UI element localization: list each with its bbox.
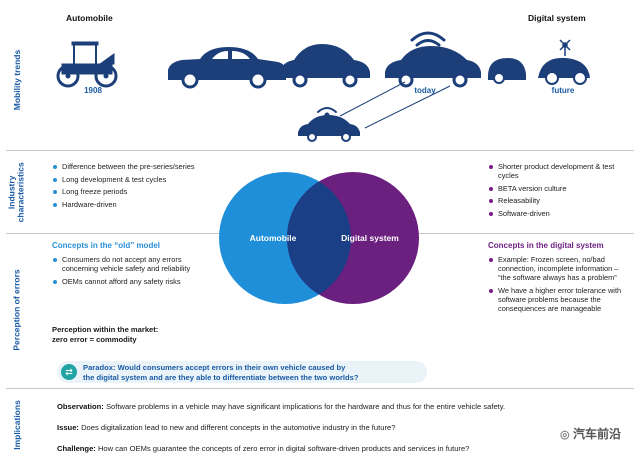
list-item: Consumers do not accept any errors conce… xyxy=(52,255,197,273)
connection-line xyxy=(364,85,451,129)
list-item: Software-driven xyxy=(488,209,628,218)
list-item: Long development & test cycles xyxy=(52,175,202,184)
list-item: Long freeze periods xyxy=(52,187,202,196)
vintage-car-icon xyxy=(56,41,118,88)
list-item: Releasability xyxy=(488,196,628,205)
automobile-heading: Automobile xyxy=(66,13,113,23)
year-1908: 1908 xyxy=(84,86,102,95)
row-label-implications: Implications xyxy=(12,400,22,450)
challenge: Challenge: How can OEMs guarantee the co… xyxy=(57,444,470,453)
overlap-region xyxy=(287,172,351,304)
row-label-perception: Perception of errors xyxy=(12,269,22,351)
old-model-list: Consumers do not accept any errors conce… xyxy=(52,255,197,289)
sedan-car-icon xyxy=(280,44,370,88)
venn-right-label: Digital system xyxy=(341,233,399,243)
automobile-characteristics-list: Difference between the pre-series/series… xyxy=(52,162,202,212)
list-item: Difference between the pre-series/series xyxy=(52,162,202,171)
digital-characteristics-list: Shorter product development & test cycle… xyxy=(488,162,628,221)
list-item: Shorter product development & test cycle… xyxy=(488,162,628,180)
observation: Observation: Software problems in a vehi… xyxy=(57,402,506,411)
row-label-industry: Industry characteristics xyxy=(6,161,26,222)
watermark: ◎ 汽车前沿 xyxy=(560,427,621,441)
small-wifi-icon xyxy=(317,107,337,118)
list-item: Hardware-driven xyxy=(52,200,202,209)
future-pod-icon xyxy=(538,57,590,85)
classic-car-icon xyxy=(168,47,286,89)
paradox-text: Paradox: Would consumers accept errors i… xyxy=(83,363,359,382)
old-model-heading: Concepts in the “old” model xyxy=(52,241,161,250)
list-item: We have a higher error tolerance with so… xyxy=(488,286,628,313)
venn-diagram: Automobile Digital system xyxy=(219,172,419,304)
list-item: Example: Frozen screen, no/bad connectio… xyxy=(488,255,628,282)
digital-system-heading: Digital system xyxy=(528,13,586,23)
divider xyxy=(6,150,634,151)
divider xyxy=(6,388,634,389)
digital-model-list: Example: Frozen screen, no/bad connectio… xyxy=(488,255,628,316)
market-perception: Perception within the market: zero error… xyxy=(52,325,159,344)
row-label-mobility: Mobility trends xyxy=(12,49,23,110)
satellite-icon xyxy=(559,39,571,56)
wifi-icon xyxy=(410,31,446,54)
year-today: today xyxy=(414,86,436,95)
future-car-icon xyxy=(488,58,526,84)
list-item: BETA version culture xyxy=(488,184,628,193)
connected-car-icon xyxy=(385,46,481,88)
list-item: OEMs cannot afford any safety risks xyxy=(52,277,197,286)
small-connected-car-icon xyxy=(298,115,360,142)
digital-model-heading: Concepts in the digital system xyxy=(488,241,604,250)
venn-left-label: Automobile xyxy=(250,233,297,243)
swap-arrows-icon: ⇄ xyxy=(61,364,77,380)
year-future: future xyxy=(551,86,575,95)
paradox-banner: ⇄ Paradox: Would consumers accept errors… xyxy=(57,361,427,383)
mobility-cars-illustration xyxy=(56,31,590,142)
wechat-icon: ◎ xyxy=(560,429,570,441)
connection-line xyxy=(339,81,406,117)
issue: Issue: Does digitalization lead to new a… xyxy=(57,423,396,432)
